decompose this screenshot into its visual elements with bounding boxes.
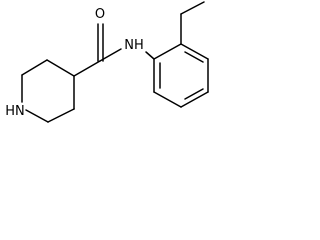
bond-c4-carbonyl: [73, 60, 101, 77]
bond-ar2-ar3: [180, 43, 209, 60]
atom-label-carbonyl-oxygen: O: [95, 7, 105, 22]
bond-n1-c2: [25, 109, 49, 123]
bond-carbonyl-nh: [99, 48, 122, 62]
bond-ar-inner-1: [184, 51, 204, 63]
bond-c4-c5: [46, 59, 75, 77]
bond-c2-c3: [47, 108, 75, 123]
molecule-diagram: O NH HN: [5, 1, 209, 123]
bonds: [21, 1, 209, 123]
bond-c5-c6: [21, 59, 48, 76]
bond-ar1-ar2: [153, 43, 182, 60]
atom-labels: O NH HN: [5, 7, 144, 119]
bond-ar5-ar6: [153, 91, 182, 108]
atom-label-amide-nitrogen: NH: [124, 38, 144, 53]
bond-ar4-ar5: [180, 91, 209, 108]
bond-ar-inner-2: [184, 88, 204, 100]
atom-label-ring-nitrogen: HN: [5, 104, 25, 119]
bond-ch2-ch3: [180, 1, 205, 15]
bond-nh-aryl: [145, 51, 155, 60]
